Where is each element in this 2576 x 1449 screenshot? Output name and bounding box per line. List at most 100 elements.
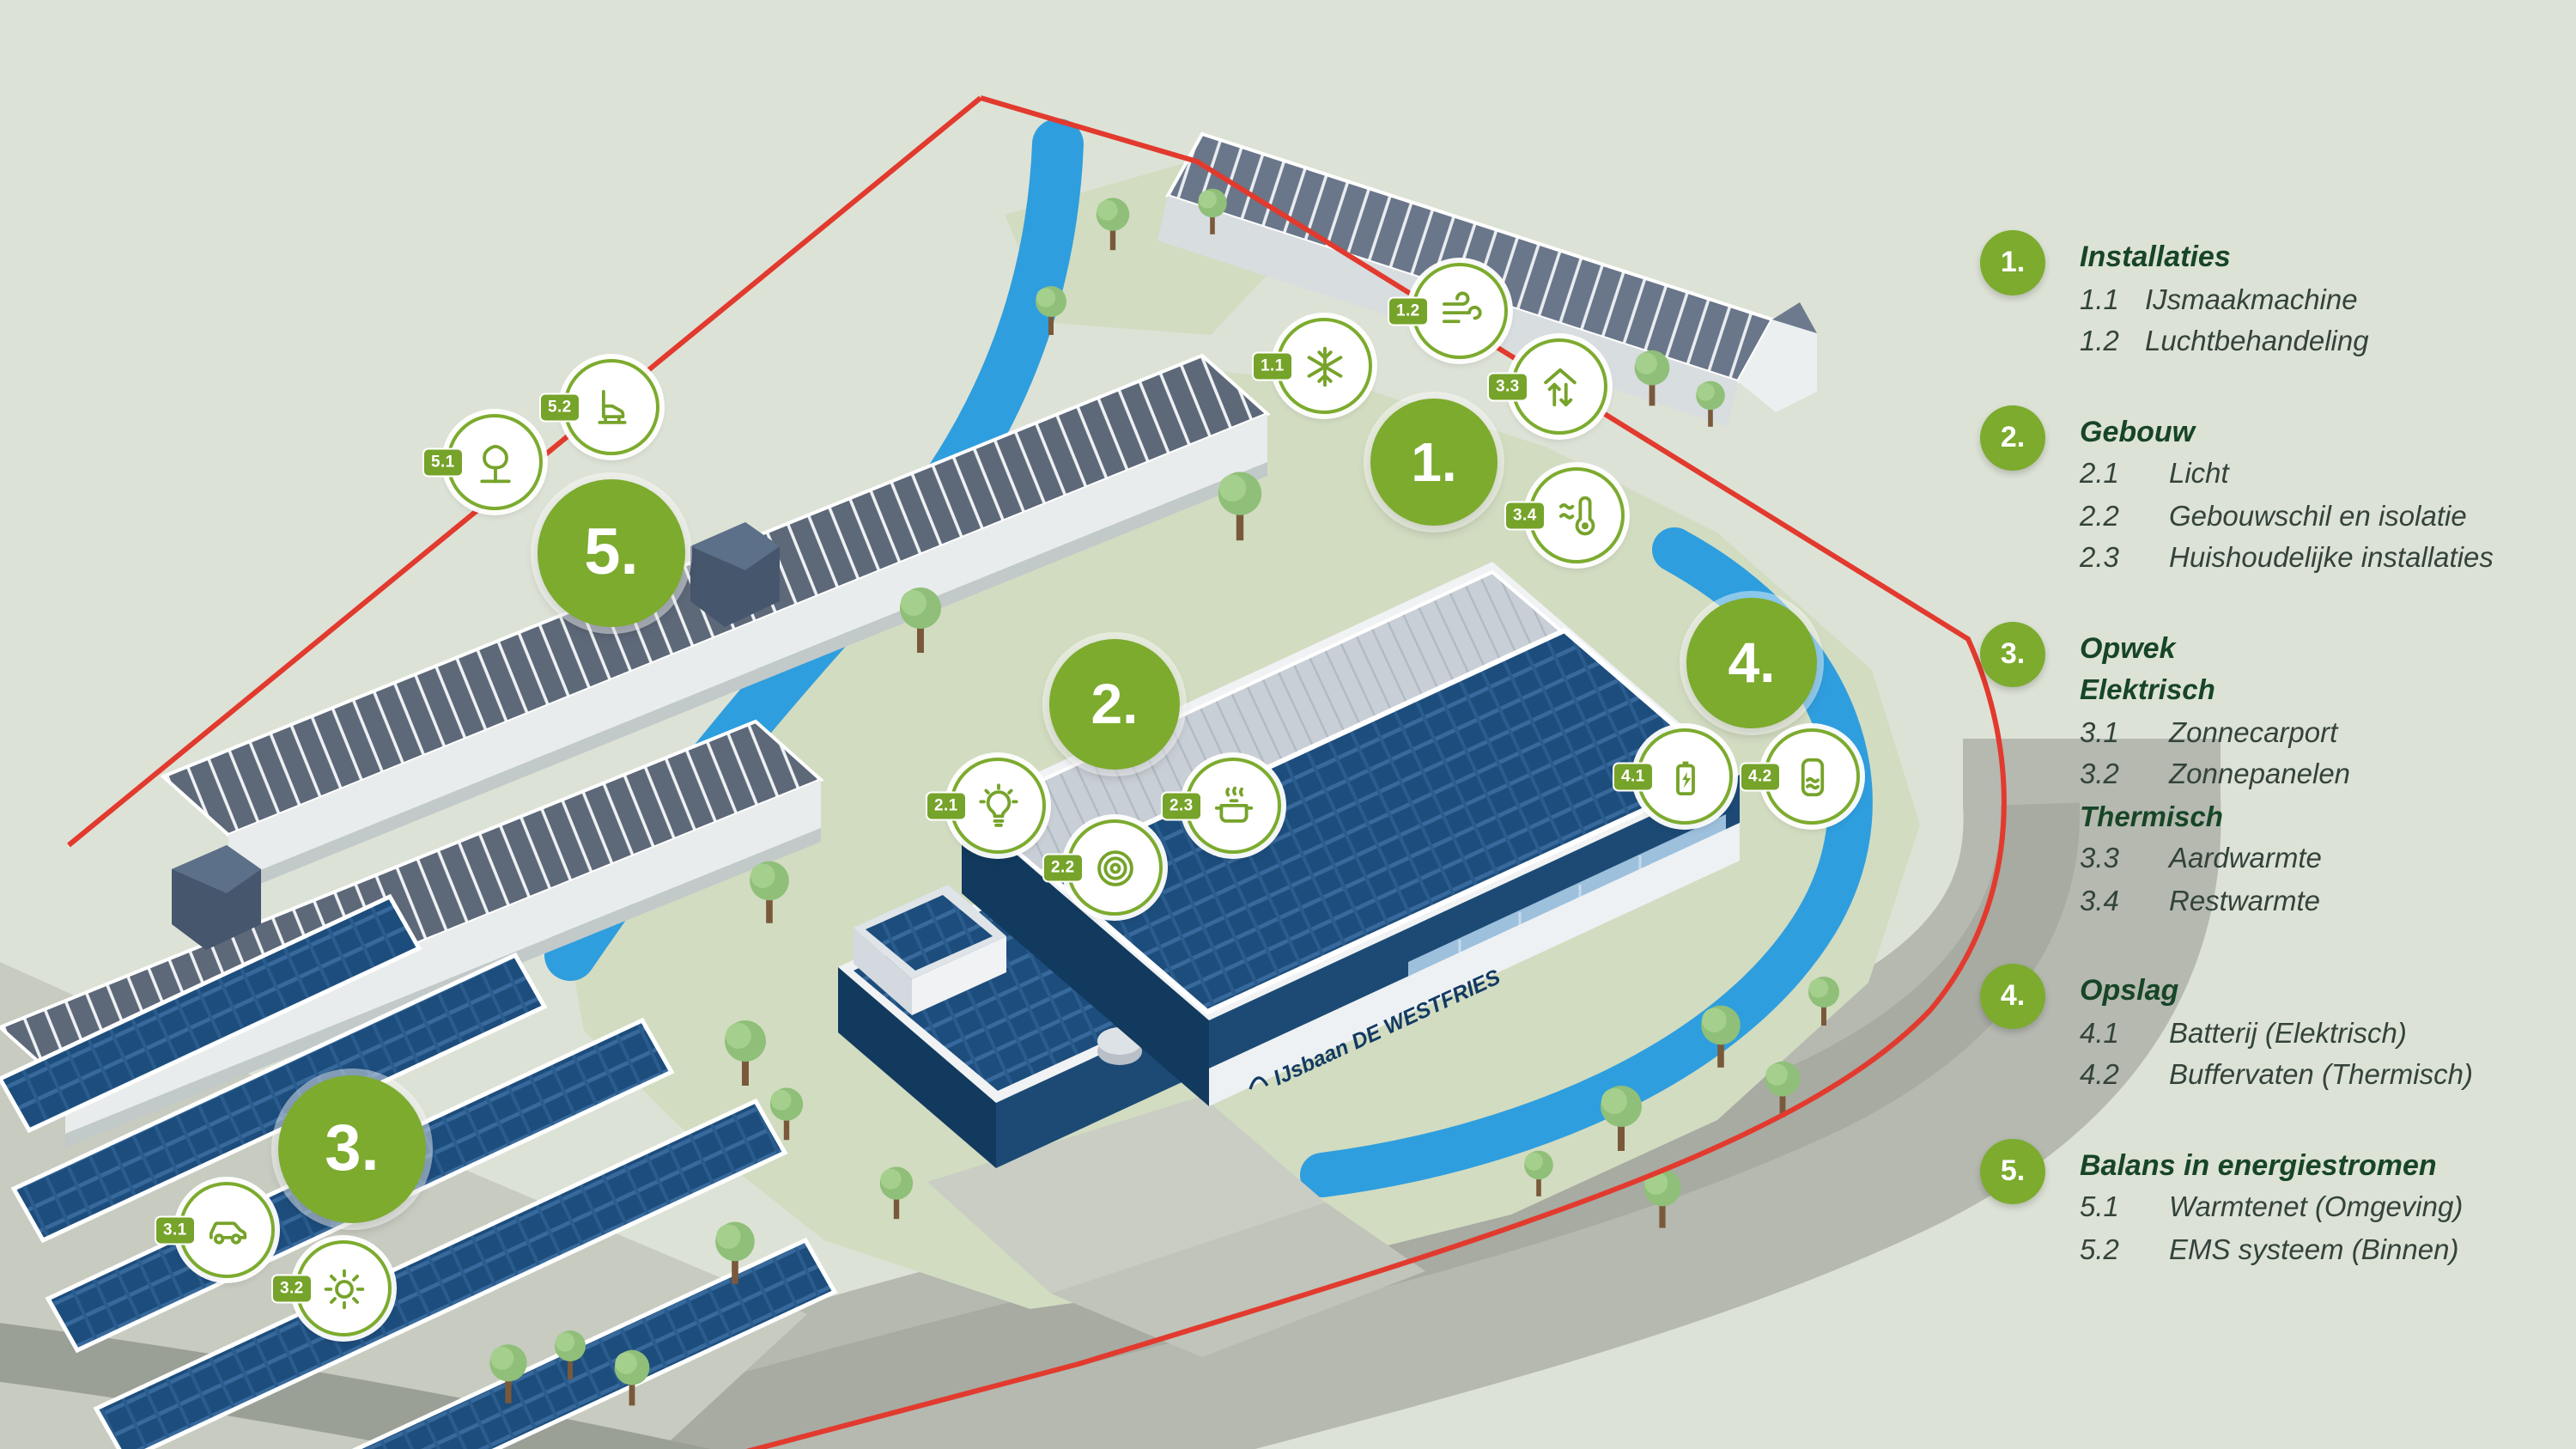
badge-3-4[interactable]: 3.4 [1504,467,1625,563]
legend-number-circle-1: 1. [1980,230,2045,295]
badge-3-2[interactable]: 3.2 [271,1240,392,1336]
ice-skate-icon [597,388,626,423]
legend-item-number: 2.3 [2080,543,2119,574]
badge-3-3[interactable]: 3.3 [1487,338,1607,435]
legend-item-label: Luchtbehandeling [2145,326,2369,357]
legend-item-number: 1.2 [2080,326,2119,357]
legend-item-label: Buffervaten (Thermisch) [2169,1060,2473,1091]
legend-item: 4.1 Batterij (Elektrisch) [2080,1013,2473,1055]
legend-item: 3.1 Zonnecarport [2080,712,2350,754]
geothermal-icon [1543,367,1576,406]
legend-item-label: EMS systeem (Binnen) [2169,1234,2459,1265]
badge-number: 2.3 [1161,791,1202,820]
legend-item-label: Gebouwschil en isolatie [2169,501,2467,532]
map-marker-4[interactable]: 4. [1686,598,1817,728]
legend-item: 2.3 Huishoudelijke installaties [2080,538,2494,580]
badge-4-1[interactable]: 4.1 [1613,728,1733,825]
insulation-icon [1097,849,1133,886]
badge-number: 3.2 [271,1274,313,1303]
lightbulb-icon [978,782,1018,826]
main-building: IJsbaan DE WESTFRIES [962,562,1740,1106]
badge-number: 3.4 [1504,501,1546,530]
map-marker-1[interactable]: 1. [1370,399,1498,526]
legend-item: 3.4 Restwarmte [2080,880,2350,922]
badge-number: 1.2 [1388,296,1429,326]
legend-item-number: 5.2 [2080,1234,2119,1265]
legend-number-circle-5: 5. [1980,1138,2045,1203]
badge-number: 3.3 [1487,372,1528,401]
badge-number: 4.2 [1740,762,1781,791]
badge-1-2[interactable]: 1.2 [1388,263,1508,359]
legend-number-circle-4: 4. [1980,964,2045,1029]
legend-item-label: Restwarmte [2169,886,2321,916]
map-marker-2[interactable]: 2. [1049,639,1180,770]
building-row-middle [160,353,1271,897]
badge-2-2[interactable]: 2.2 [1042,819,1163,916]
legend-item-number: 2.2 [2080,501,2119,532]
sun-icon [323,1268,364,1309]
legend-item-label: Aardwarmte [2169,843,2322,874]
legend-subtitle-thermisch: Thermisch [2080,801,2223,832]
legend-number-circle-2: 2. [1980,405,2045,470]
legend-item: 5.2 EMS systeem (Binnen) [2080,1229,2463,1271]
battery-icon [1675,760,1694,795]
badge-number: 4.1 [1613,762,1654,791]
snowflake-icon [1306,345,1342,387]
badge-number: 2.1 [926,791,967,820]
legend-title-installaties: Installaties [2080,240,2231,273]
legend-item-number: 4.1 [2080,1018,2119,1049]
badge-2-3[interactable]: 2.3 [1161,758,1281,854]
badge-5-2[interactable]: 5.2 [539,359,659,455]
badge-3-1[interactable]: 3.1 [155,1182,275,1278]
legend-title-opslag: Opslag [2080,974,2179,1007]
legend-title-gebouw: Gebouw [2080,415,2196,447]
badge-number: 5.2 [539,393,580,422]
buffer-tank-icon [1800,757,1824,796]
legend-item: 3.3 Aardwarmte [2080,838,2350,880]
badge-number: 2.2 [1042,853,1084,882]
cooking-pot-icon [1213,785,1253,822]
legend-item-number: 3.1 [2080,717,2119,748]
legend-subtitle-elektrisch: Elektrisch [2080,675,2215,706]
badge-5-1[interactable]: 5.1 [422,414,543,510]
legend-item-label: Warmtenet (Omgeving) [2169,1192,2464,1223]
legend-item-label: Zonnepanelen [2169,759,2351,790]
air-handling-icon [1441,290,1481,323]
map-marker-3[interactable]: 3. [278,1075,426,1223]
legend-item-label: Batterij (Elektrisch) [2169,1018,2407,1049]
legend-item-number: 4.2 [2080,1060,2119,1091]
legend-group-5: 5. Balans in energiestromen 5.1 Warmtenet… [1980,1138,2576,1271]
legend-item-label: IJsmaakmachine [2145,284,2358,315]
legend-item-label: Zonnecarport [2169,717,2338,748]
legend-item-number: 3.3 [2080,843,2119,874]
legend-item-number: 3.4 [2080,886,2119,916]
legend-item: 5.1 Warmtenet (Omgeving) [2080,1187,2463,1229]
legend-item: 4.2 Buffervaten (Thermisch) [2080,1055,2473,1097]
map-marker-5[interactable]: 5. [538,479,685,627]
legend-title-opwek: Opwek [2080,631,2176,664]
badge-number: 5.1 [422,447,464,477]
badge-1-1[interactable]: 1.1 [1252,318,1372,414]
legend-item: 2.2 Gebouwschil en isolatie [2080,496,2494,538]
legend-item-number: 2.1 [2080,459,2119,490]
legend-item-number: 5.1 [2080,1192,2119,1223]
tree-icon [479,443,510,483]
legend-item-label: Huishoudelijke installaties [2169,543,2494,574]
badge-4-2[interactable]: 4.2 [1740,728,1860,825]
legend-group-4: 4. Opslag 4.1 Batterij (Elektrisch) 4.2 Bu… [1980,964,2576,1097]
westfries-logo [1249,1076,1269,1090]
legend-item: 1.2 Luchtbehandeling [2080,321,2369,363]
badge-2-1[interactable]: 2.1 [926,758,1046,854]
thermometer-icon [1558,495,1595,535]
badge-number: 1.1 [1252,351,1293,381]
legend-title-balans: Balans in energiestromen [2080,1148,2437,1181]
